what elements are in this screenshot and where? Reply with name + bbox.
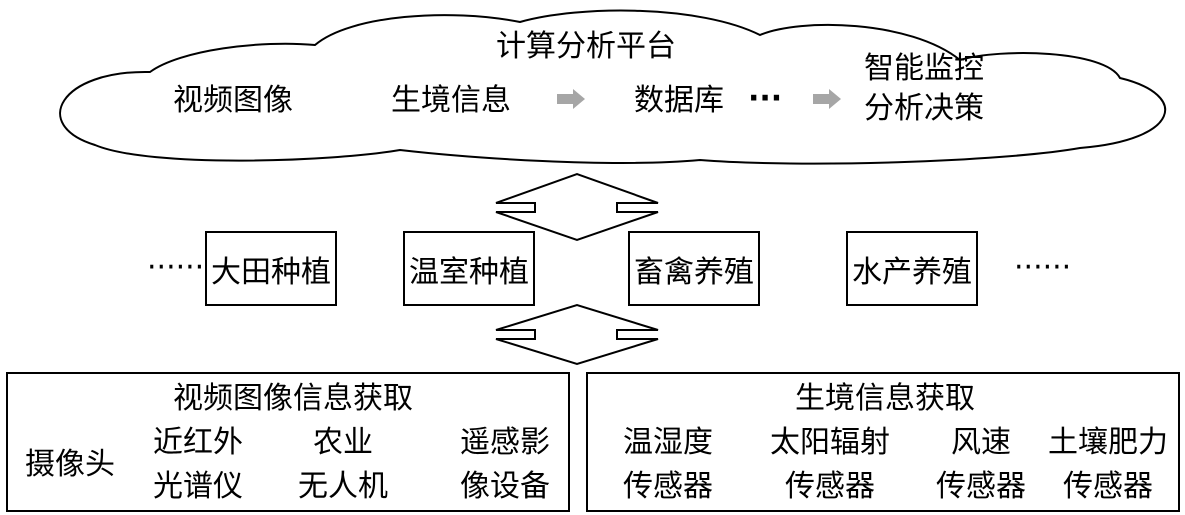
double-arrow-bottom [495, 303, 659, 366]
habitat-acquisition-panel [586, 372, 1180, 512]
cloud-title: 计算分析平台 [496, 29, 676, 64]
cloud-database: 数据库 [634, 83, 724, 118]
scenario-livestock-label: 畜禽养殖 [634, 254, 754, 290]
scenario-aquaculture: 水产养殖 [846, 231, 978, 306]
sensor-soil-line2: 传感器 [1063, 469, 1153, 504]
scenario-ellipsis-right: ······ [1014, 250, 1072, 285]
cloud-video-image: 视频图像 [173, 83, 293, 118]
device-remote-sensing-line2: 像设备 [460, 469, 550, 504]
scenario-aquaculture-label: 水产养殖 [852, 254, 972, 290]
cloud-decision-line1: 智能监控 [864, 51, 984, 86]
cloud-shape [59, 9, 1166, 165]
arrow-db-to-decision [813, 89, 841, 109]
arrow-env-to-db [557, 89, 585, 109]
scenario-greenhouse-label: 温室种植 [409, 254, 529, 290]
device-remote-sensing-line1: 遥感影 [460, 425, 550, 460]
video-acquisition-panel [6, 372, 570, 512]
habitat-panel-title: 生境信息获取 [795, 381, 975, 416]
sensor-temp-humidity-line2: 传感器 [623, 469, 713, 504]
device-uav-line2: 无人机 [298, 469, 388, 504]
cloud-habitat-info: 生境信息 [391, 83, 511, 118]
scenario-livestock: 畜禽养殖 [628, 231, 760, 306]
sensor-solar-line1: 太阳辐射 [770, 425, 890, 460]
sensor-soil-line1: 土壤肥力 [1048, 425, 1168, 460]
device-nir-line1: 近红外 [153, 425, 243, 460]
scenario-field-planting: 大田种植 [205, 231, 337, 306]
scenario-field-label: 大田种植 [211, 254, 331, 290]
cloud-decision-line2: 分析决策 [864, 91, 984, 126]
sensor-wind-line1: 风速 [951, 425, 1011, 460]
device-camera: 摄像头 [25, 447, 115, 482]
scenario-greenhouse: 温室种植 [403, 231, 535, 306]
device-nir-line2: 光谱仪 [153, 469, 243, 504]
sensor-solar-line2: 传感器 [785, 469, 875, 504]
scenario-ellipsis-left: ······ [147, 250, 205, 285]
sensor-wind-line2: 传感器 [936, 469, 1026, 504]
video-panel-title: 视频图像信息获取 [173, 381, 413, 416]
cloud-ellipsis: ··· [748, 81, 783, 116]
device-uav-line1: 农业 [313, 425, 373, 460]
sensor-temp-humidity-line1: 温湿度 [623, 425, 713, 460]
